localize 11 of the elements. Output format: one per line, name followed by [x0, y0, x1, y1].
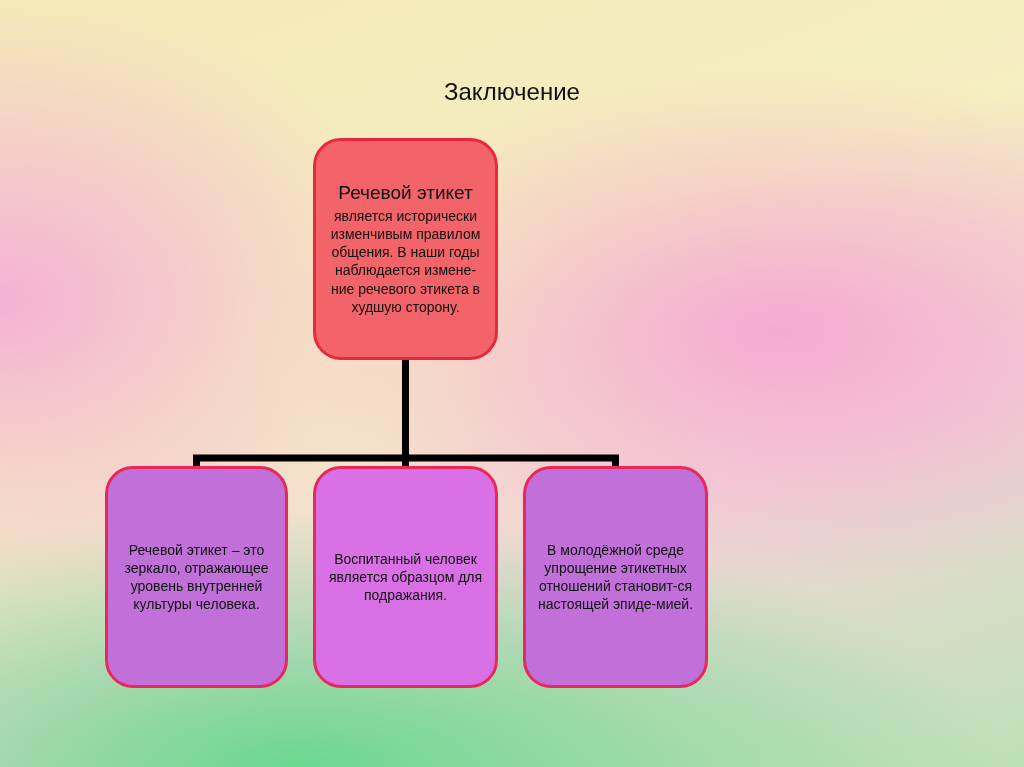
box-text: является исторически изменчивым правилом общения. В наши годы наблюдается измене-ние речевого этикета в худшую сторону.	[329, 206, 482, 316]
box-text: В молодёжной среде упрощение этикетных отношений становит-ся настоящей эпиде-мией.	[536, 540, 695, 614]
box-heading: Речевой этикет	[338, 182, 473, 205]
rounded-box	[313, 466, 498, 688]
rounded-box	[523, 466, 708, 688]
connector-line	[402, 360, 619, 466]
slide-title: Заключение	[443, 78, 581, 106]
rounded-box	[313, 138, 498, 360]
rounded-box	[105, 466, 288, 688]
box-text: Речевой этикет – это зеркало, отражающее уровень внутренней культуры человека.	[123, 540, 270, 614]
box-text: Воспитанный человек является образцом для подражания.	[327, 549, 484, 605]
